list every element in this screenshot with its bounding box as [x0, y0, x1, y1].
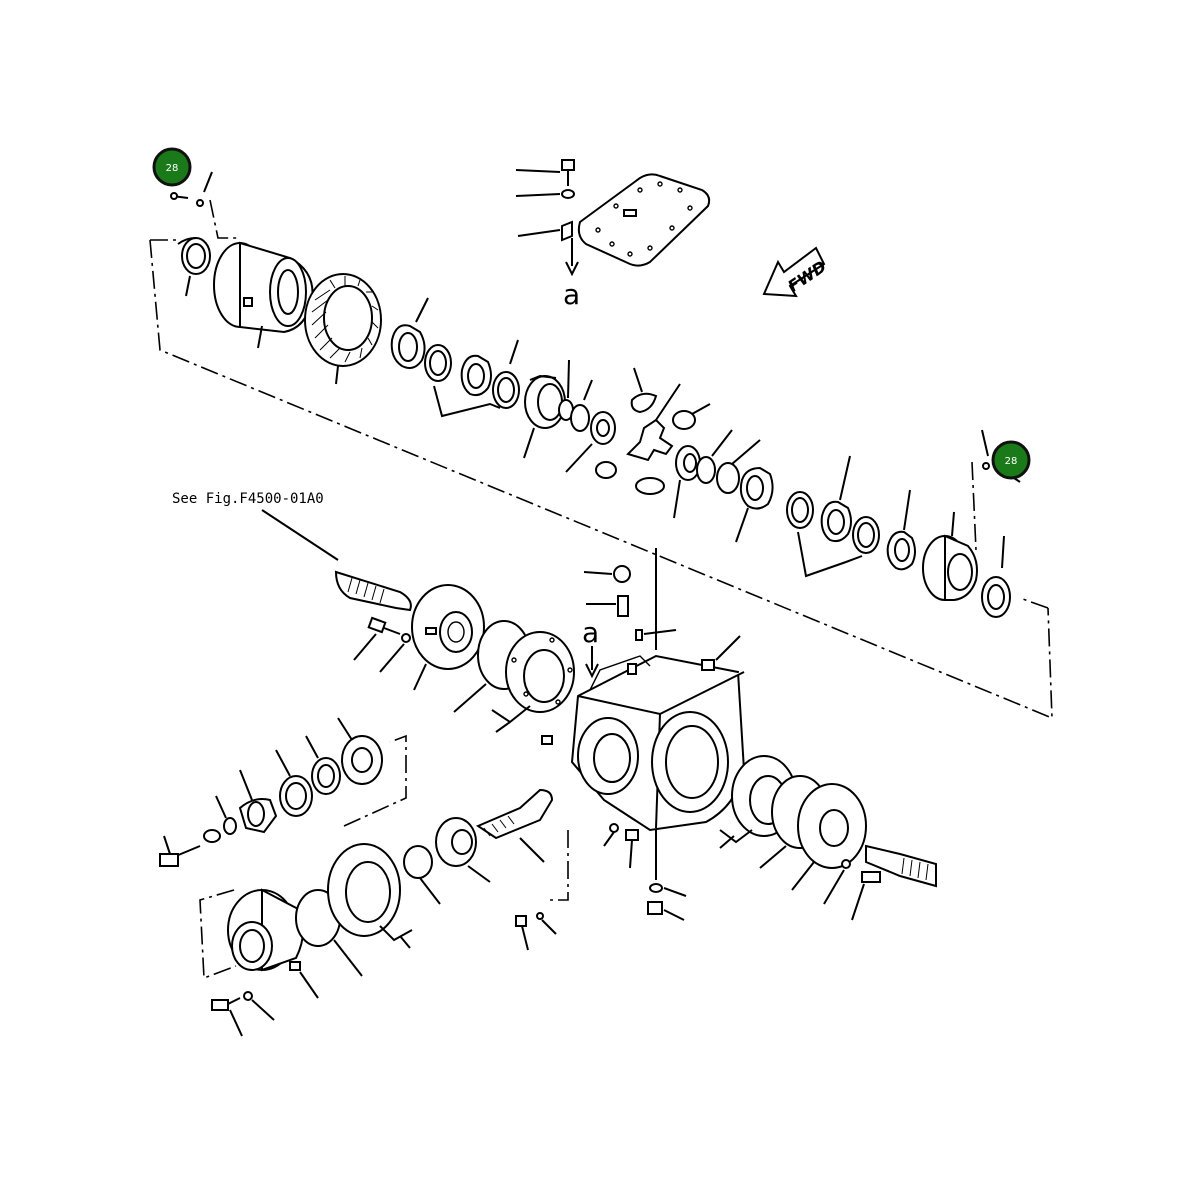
- drain-plug-group: [515, 823, 687, 951]
- section-marker-top: a: [563, 278, 580, 311]
- breather-fitting: [541, 565, 677, 745]
- callout-label: 28: [1005, 456, 1018, 467]
- oil-seal-left: [177, 237, 211, 297]
- pinion-bearing: [403, 817, 491, 905]
- spider-gear-assembly: [595, 367, 711, 495]
- axle-shaft: [334, 570, 412, 612]
- callout-marker[interactable]: 28: [991, 440, 1031, 480]
- inspection-cover: [577, 173, 711, 267]
- clutch-plate-group-left: [390, 297, 520, 418]
- shim-pack-left: [491, 631, 575, 733]
- callout-label: 28: [166, 163, 179, 174]
- axle-shaft-right: [865, 844, 937, 888]
- drive-pinion: [475, 788, 554, 863]
- callout-marker[interactable]: 28: [152, 147, 192, 187]
- bearing-retainer-right: [719, 755, 881, 921]
- figure-reference: See Fig.F4500-01A0: [172, 491, 324, 507]
- companion-flange-group: [159, 717, 407, 867]
- side-gear-left: [523, 359, 616, 473]
- bearing-retainer-left: [411, 584, 485, 691]
- bolt-small-left: [170, 171, 213, 207]
- reference-leader: [261, 509, 339, 561]
- side-gear-right: [673, 429, 774, 543]
- differential-case-right: [922, 511, 978, 601]
- section-arrow-lower: [585, 646, 599, 679]
- differential-case-left: [213, 241, 314, 349]
- retainer-bolt-left: [353, 616, 411, 673]
- clutch-plate-group-right: [786, 455, 916, 578]
- section-marker-lower: a: [582, 616, 599, 649]
- ring-gear: [304, 273, 382, 385]
- bearing-cage-lower: [199, 843, 413, 1037]
- forward-direction-arrow: FWD: [762, 246, 830, 298]
- axle-housing: [570, 548, 746, 832]
- cover-bolt: [515, 159, 579, 277]
